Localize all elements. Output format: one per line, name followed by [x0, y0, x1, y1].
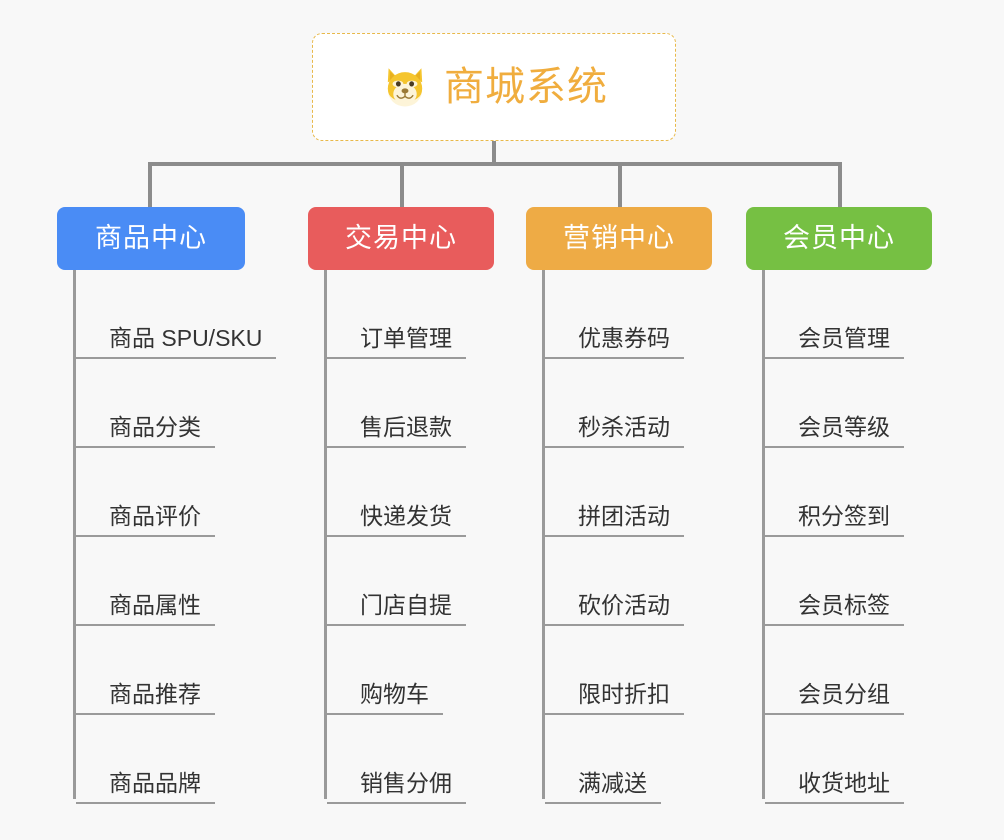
root-node[interactable]: 商城系统 [312, 33, 676, 141]
leaf-label: 门店自提 [360, 591, 452, 618]
leaf-item[interactable]: 会员分组 [762, 626, 904, 715]
leaf-label: 商品品牌 [109, 769, 201, 796]
leaf-item[interactable]: 售后退款 [324, 359, 466, 448]
leaf-label: 销售分佣 [360, 769, 452, 796]
leaf-label: 会员等级 [798, 413, 890, 440]
leaf-item[interactable]: 销售分佣 [324, 715, 466, 804]
leaf-item[interactable]: 收货地址 [762, 715, 904, 804]
leaf-label: 商品分类 [109, 413, 201, 440]
leaf-item[interactable]: 商品属性 [73, 537, 215, 626]
leaf-item[interactable]: 会员管理 [762, 270, 904, 359]
branch-trunk [324, 270, 327, 799]
branch-trunk [73, 270, 76, 799]
leaf-item[interactable]: 订单管理 [324, 270, 466, 359]
category-label: 会员中心 [783, 223, 895, 253]
leaf-item[interactable]: 商品品牌 [73, 715, 215, 804]
leaf-label: 商品推荐 [109, 680, 201, 707]
leaf-item[interactable]: 商品 SPU/SKU [73, 270, 277, 359]
leaf-item[interactable]: 会员标签 [762, 537, 904, 626]
leaf-item[interactable]: 商品评价 [73, 448, 215, 537]
category-box-trade-center[interactable]: 交易中心 [308, 207, 494, 270]
category-box-product-center[interactable]: 商品中心 [57, 207, 245, 270]
leaf-item[interactable]: 积分签到 [762, 448, 904, 537]
leaf-label: 砍价活动 [578, 591, 670, 618]
leaf-item[interactable]: 砍价活动 [542, 537, 684, 626]
leaf-item[interactable]: 拼团活动 [542, 448, 684, 537]
leaf-label: 订单管理 [360, 324, 452, 351]
shiba-inu-dog-face-icon [387, 68, 423, 107]
leaf-item[interactable]: 优惠券码 [542, 270, 684, 359]
leaf-item[interactable]: 门店自提 [324, 537, 466, 626]
leaf-label: 购物车 [360, 680, 429, 707]
connector-horizontal-bus [148, 162, 842, 166]
category-label: 商品中心 [95, 223, 207, 253]
branch-trunk [542, 270, 545, 799]
leaf-label: 售后退款 [360, 413, 452, 440]
leaf-label: 秒杀活动 [578, 413, 670, 440]
leaf-item[interactable]: 限时折扣 [542, 626, 684, 715]
connector-drop-trade-center [400, 162, 404, 208]
leaf-item[interactable]: 购物车 [324, 626, 443, 715]
connector-drop-marketing-center [618, 162, 622, 208]
leaf-label: 会员管理 [798, 324, 890, 351]
leaf-label: 商品 SPU/SKU [109, 324, 263, 351]
leaf-label: 优惠券码 [578, 324, 670, 351]
leaf-label: 商品评价 [109, 502, 201, 529]
leaf-item[interactable]: 商品分类 [73, 359, 215, 448]
category-label: 营销中心 [563, 223, 675, 253]
leaf-label: 快递发货 [360, 502, 452, 529]
leaf-label: 商品属性 [109, 591, 201, 618]
connector-drop-product-center [148, 162, 152, 208]
leaf-label: 会员标签 [798, 591, 890, 618]
leaf-label: 积分签到 [798, 502, 890, 529]
leaf-item[interactable]: 快递发货 [324, 448, 466, 537]
category-box-member-center[interactable]: 会员中心 [746, 207, 932, 270]
leaf-label: 会员分组 [798, 680, 890, 707]
leaf-item[interactable]: 满减送 [542, 715, 661, 804]
category-box-marketing-center[interactable]: 营销中心 [526, 207, 712, 270]
connector-root-stem [492, 141, 496, 166]
connector-drop-member-center [838, 162, 842, 208]
leaf-label: 收货地址 [798, 769, 890, 796]
leaf-item[interactable]: 商品推荐 [73, 626, 215, 715]
leaf-item[interactable]: 会员等级 [762, 359, 904, 448]
category-label: 交易中心 [345, 223, 457, 253]
leaf-label: 限时折扣 [578, 680, 670, 707]
leaf-label: 满减送 [578, 769, 647, 796]
root-title: 商城系统 [444, 65, 608, 109]
branch-trunk [762, 270, 765, 799]
leaf-item[interactable]: 秒杀活动 [542, 359, 684, 448]
leaf-label: 拼团活动 [578, 502, 670, 529]
